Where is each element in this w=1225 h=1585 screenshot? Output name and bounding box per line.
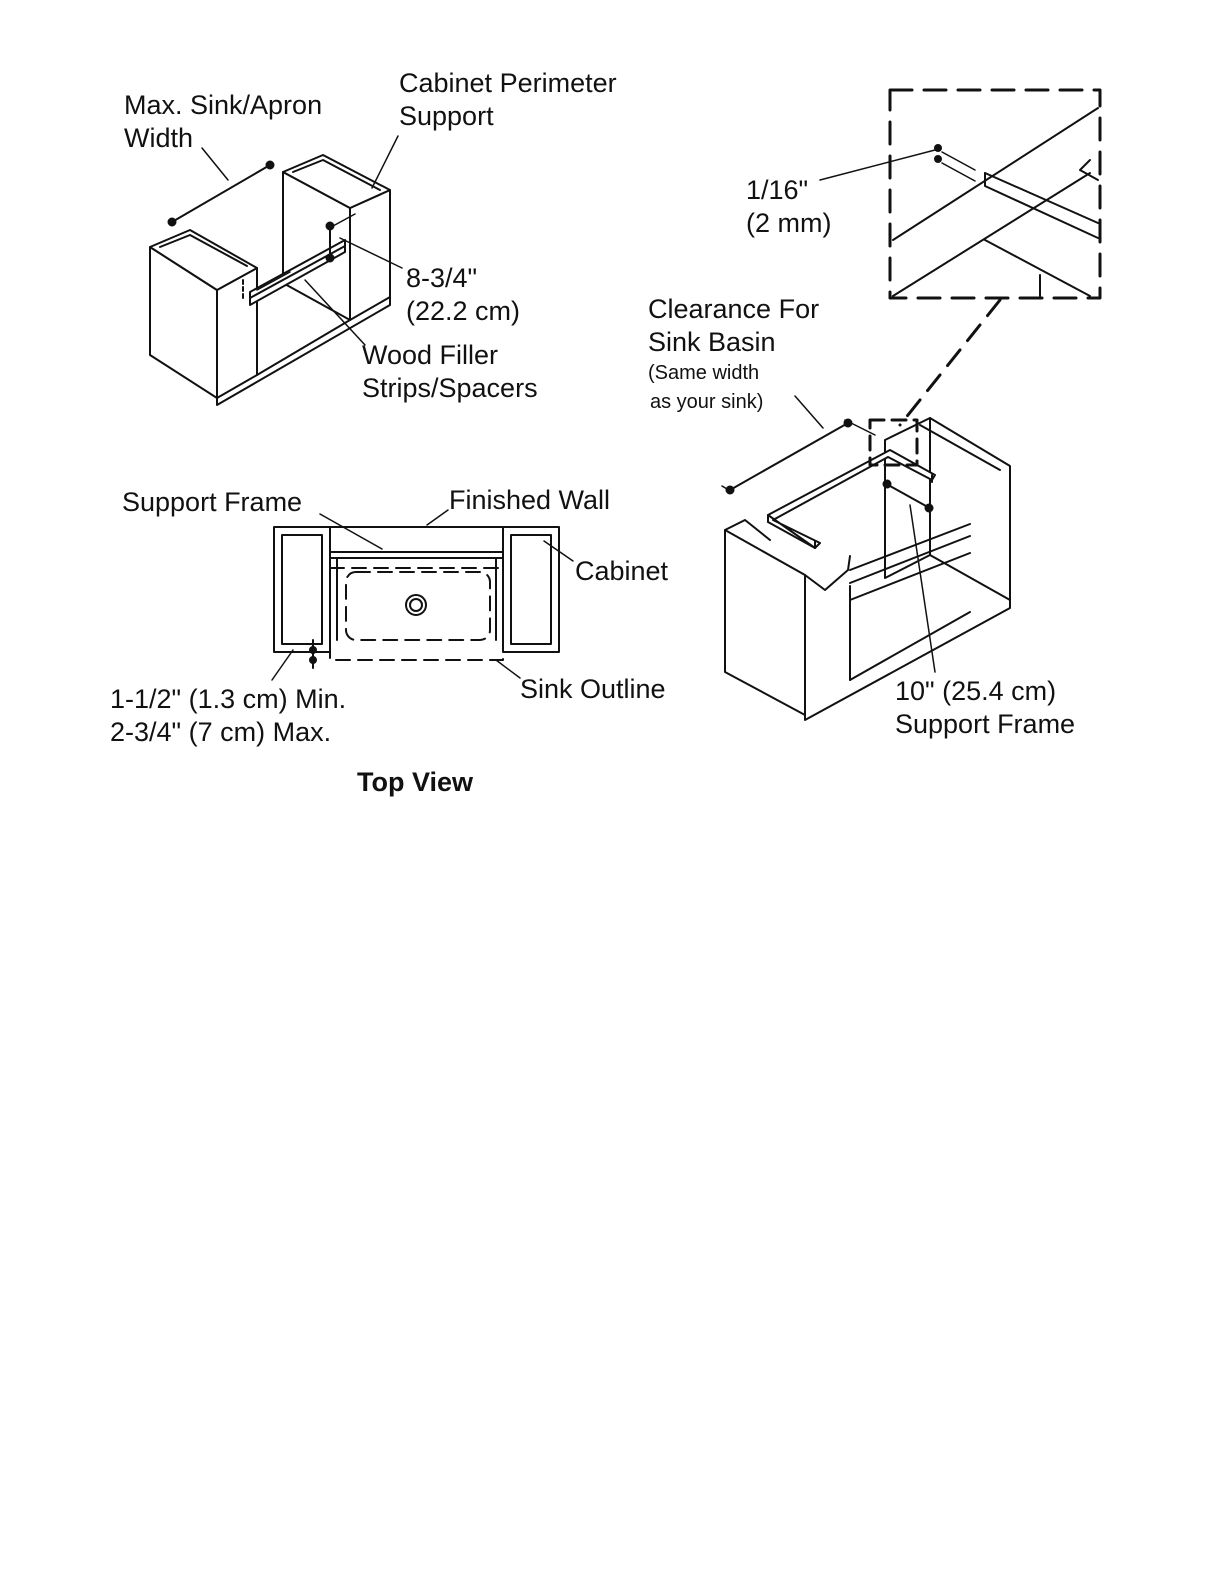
clearance-label-3: (Same width <box>648 360 759 386</box>
cabinet-perimeter-label-1: Cabinet Perimeter <box>399 67 617 100</box>
clearance-label-1: Clearance For <box>648 293 819 326</box>
cabinet-label: Cabinet <box>575 555 668 588</box>
max-sink-width-label-2: Width <box>124 122 193 155</box>
dim-min-label: 1-1/2" (1.3 cm) Min. <box>110 683 346 716</box>
wood-filler-label-2: Strips/Spacers <box>362 372 538 405</box>
dim-10-label-2: Support Frame <box>895 708 1075 741</box>
dim-1-16-label-2: (2 mm) <box>746 207 831 240</box>
dim-8-3-4-label-1: 8-3/4" <box>406 262 477 295</box>
support-frame-label: Support Frame <box>122 486 302 519</box>
cabinet-iso-right <box>722 396 1010 720</box>
wood-filler-label-1: Wood Filler <box>362 339 498 372</box>
max-sink-width-label-1: Max. Sink/Apron <box>124 89 322 122</box>
sink-outline-label: Sink Outline <box>520 673 666 706</box>
cabinet-perimeter-label-2: Support <box>399 100 494 133</box>
clearance-label-4: as your sink) <box>650 389 763 415</box>
dim-8-3-4-label-2: (22.2 cm) <box>406 295 520 328</box>
dim-max-label: 2-3/4" (7 cm) Max. <box>110 716 331 749</box>
top-view-diagram <box>272 510 573 680</box>
top-view-title: Top View <box>357 766 473 799</box>
clearance-label-2: Sink Basin <box>648 326 776 359</box>
support-frame-detail <box>820 90 1100 425</box>
finished-wall-label: Finished Wall <box>449 484 610 517</box>
dim-10-label-1: 10" (25.4 cm) <box>895 675 1056 708</box>
dim-1-16-label-1: 1/16" <box>746 174 808 207</box>
